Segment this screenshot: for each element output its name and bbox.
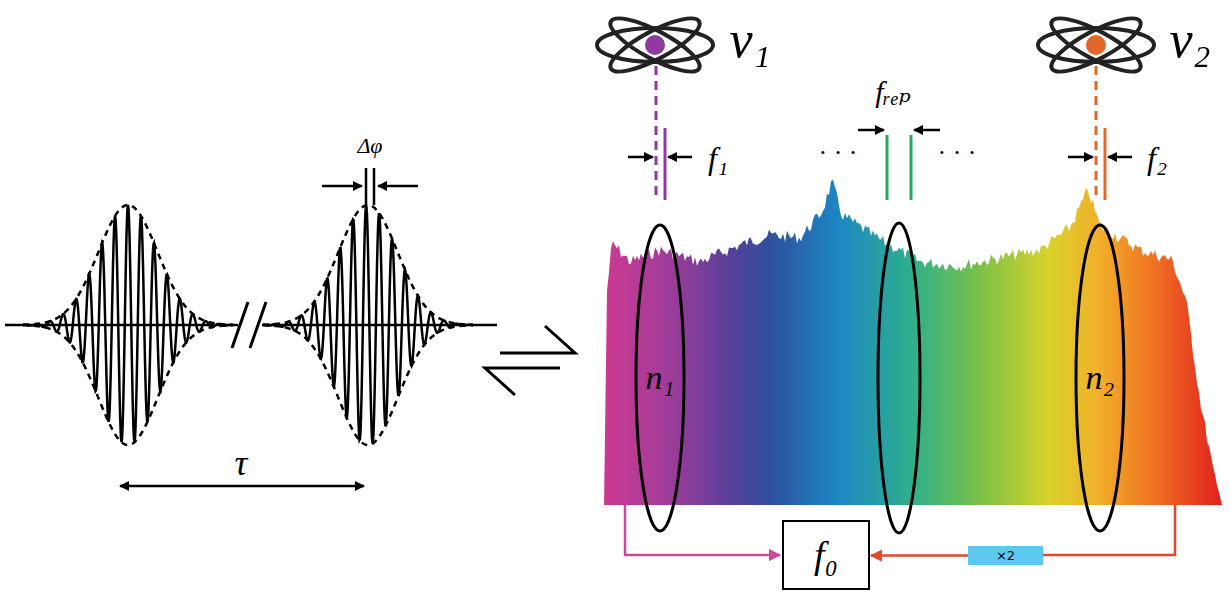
pulse-carrier [23, 205, 233, 442]
ellipsis-dots: · · · [938, 140, 977, 166]
feed-line [1043, 505, 1175, 555]
period-arrow [120, 485, 364, 488]
offset-arrows [628, 130, 1132, 157]
offset-frequency-box: f₀ [782, 520, 870, 590]
node-text: n₂ [1086, 361, 1115, 395]
math-label: Δφ [357, 135, 382, 157]
axis-break [232, 302, 266, 348]
pulse-envelope [23, 325, 233, 445]
frequency-doubler: ×2 [968, 546, 1043, 565]
comb-mode-ellipse [878, 223, 920, 533]
math-label: ν₁ [729, 14, 770, 66]
pulse-envelope [23, 205, 233, 325]
node-text: n₁ [646, 361, 675, 395]
ellipsis-dots: · · · [819, 140, 858, 166]
comb-mode-ellipse: n₂ [1074, 223, 1126, 533]
node-text: f₀ [814, 536, 838, 574]
reference-line [656, 66, 1105, 200]
fourier-harpoons [485, 326, 575, 395]
math-label: f₁ [708, 142, 728, 174]
pulse-envelope [263, 325, 473, 445]
spectrum [604, 180, 1222, 505]
math-label: f₂ [1147, 142, 1167, 174]
math-label: τ [235, 445, 248, 481]
math-label: fᵣₑₚ [875, 77, 911, 107]
math-label: ν₂ [1169, 14, 1210, 66]
signal-connector [871, 554, 968, 557]
node-text: ×2 [996, 549, 1015, 562]
pulse-train [5, 205, 497, 445]
comb-mode-ellipse: n₁ [634, 223, 686, 533]
phase-marker [322, 168, 418, 205]
pulse-carrier [263, 206, 473, 444]
pulse-envelope [263, 205, 473, 325]
